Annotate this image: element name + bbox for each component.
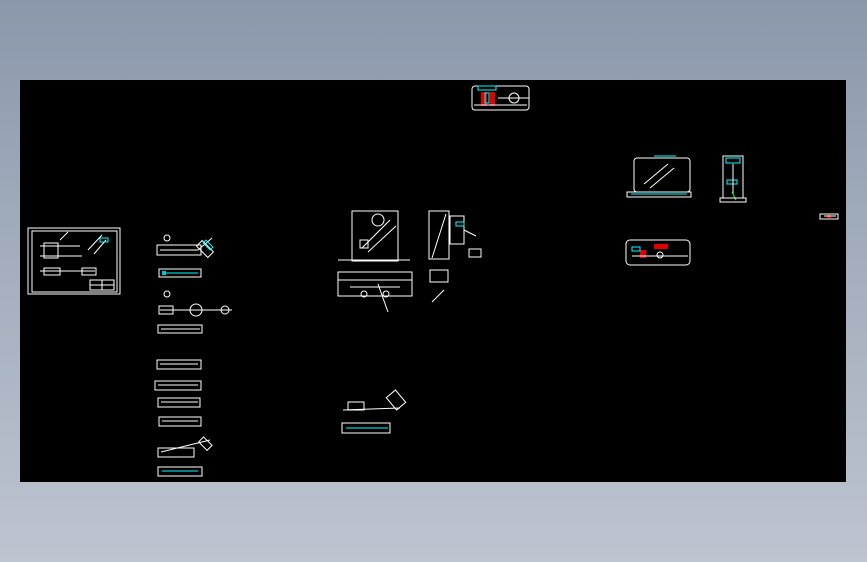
part-column-views[interactable] <box>154 234 232 477</box>
assembly-sheet-with-frame[interactable] <box>27 227 121 295</box>
cad-drawing-canvas <box>27 85 839 477</box>
cad-viewport[interactable] <box>20 80 846 482</box>
fixture-top-view[interactable] <box>471 85 530 111</box>
small-pin-view[interactable] <box>819 213 839 220</box>
fixture-front-view[interactable] <box>626 155 692 198</box>
small-detail-views[interactable] <box>341 389 407 434</box>
fixture-side-view[interactable] <box>719 155 747 203</box>
fixture-section-view[interactable] <box>625 239 691 266</box>
center-part-views[interactable] <box>337 210 482 313</box>
